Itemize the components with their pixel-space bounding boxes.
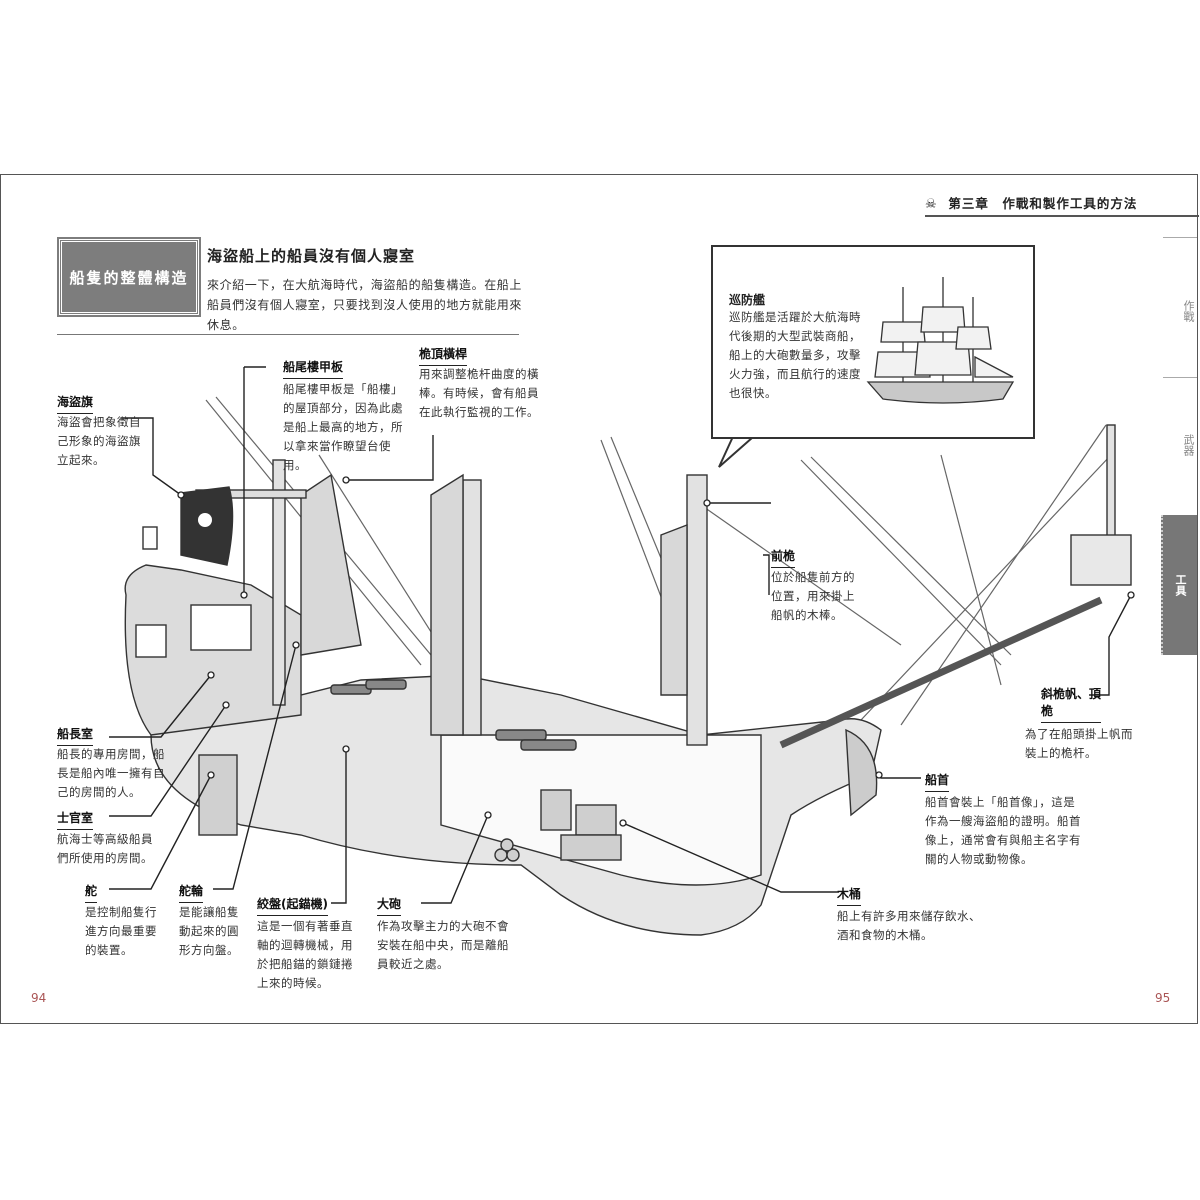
side-tab-label: 作戰 [1182,300,1195,322]
chapter-title: 第三章 作戰和製作工具的方法 [948,196,1138,211]
frigate-callout-bubble: 巡防艦 巡防艦是活躍於大航海時代後期的大型武裝商船，船上的大砲數量多，攻擊火力強… [711,245,1035,439]
callout-officer-room-text: 航海士等高級船員們所使用的房間。 [57,832,153,865]
page-number-right: 95 [1155,991,1171,1005]
callout-capstan-text: 這是一個有著垂直軸的迴轉機械，用於把船錨的鎖鏈捲上來的時候。 [257,919,353,990]
section-divider [57,334,519,335]
side-tab-label: 工具 [1174,574,1187,596]
book-spread: ☠ 第三章 作戰和製作工具的方法 作戰 武器 工具 船隻的整體構造 海盜船上的船… [0,174,1199,1024]
callout-pirate-flag-text: 海盜會把象徵自己形象的海盜旗立起來。 [57,415,141,467]
callout-cannon-text: 作為攻擊主力的大砲不會安裝在船中央，而是離船員較近之處。 [377,919,509,971]
callout-foremast-text: 位於船隻前方的位置，用來掛上船帆的木棒。 [771,570,855,622]
side-tab-tactics[interactable]: 作戰 [1163,287,1197,331]
callout-cannon-title: 大砲 [377,895,402,916]
callout-poop-deck-text: 船尾樓甲板是「船樓」的屋頂部分，因為此處是船上最高的地方，所以拿來當作瞭望台使用… [283,382,403,472]
callout-rudder-text: 是控制船隻行進方向最重要的裝置。 [85,905,157,957]
callout-helm-title: 舵輪 [179,882,204,903]
callout-title: 巡防艦 [729,293,766,307]
callout-rudder-title: 舵 [85,882,98,903]
side-tab-divider [1163,237,1197,238]
callout-barrel-title: 木桶 [837,885,862,906]
callout-captain-cabin-text: 船長的專用房間，船長是船內唯一擁有自己的房間的人。 [57,747,165,799]
section-title-box: 船隻的整體構造 [57,237,201,317]
callout-officer-room-title: 士官室 [57,809,94,830]
callout-bowsprit-title: 斜桅帆、頂桅 [1041,685,1101,723]
callout-text: 巡防艦是活躍於大航海時代後期的大型武裝商船，船上的大砲數量多，攻擊火力強，而且航… [729,310,861,400]
section-subtitle: 海盜船上的船員沒有個人寢室 [207,247,416,265]
callout-figurehead-text: 船首會裝上「船首像」，這是作為一艘海盜船的證明。船首像上，通常會有與船主名字有關… [925,795,1081,866]
callout-figurehead-title: 船首 [925,771,950,792]
frigate-illustration [866,277,1015,404]
section-intro: 來介紹一下，在大航海時代，海盜船的船隻構造。在船上船員們沒有個人寢室，只要找到沒… [207,278,523,332]
skull-crossbones-icon: ☠ [925,197,938,212]
callout-barrel-text: 船上有許多用來儲存飲水、酒和食物的木桶。 [837,909,981,942]
section-title: 船隻的整體構造 [69,268,189,287]
pirate-ship-illustration [109,366,1135,936]
side-tab-label: 武器 [1182,434,1195,456]
side-tab-tools[interactable]: 工具 [1161,515,1197,655]
chapter-header: ☠ 第三章 作戰和製作工具的方法 [925,193,1199,217]
callout-topmast-yard-title: 桅頂橫桿 [419,345,468,366]
callout-pirate-flag-title: 海盜旗 [57,393,94,414]
callout-capstan-title: 絞盤(起錨機) [257,895,328,916]
callout-captain-cabin-title: 船長室 [57,725,94,746]
side-tab-divider [1163,377,1197,378]
callout-helm-text: 是能讓船隻動起來的圓形方向盤。 [179,905,239,957]
callout-bowsprit-text: 為了在船頭掛上帆而裝上的桅杆。 [1025,727,1133,760]
page-number-left: 94 [31,991,47,1005]
callout-foremast-title: 前桅 [771,547,796,568]
callout-topmast-yard-text: 用來調整桅杆曲度的橫棒。有時候，會有船員在此執行監視的工作。 [419,367,539,419]
callout-poop-deck-title: 船尾樓甲板 [283,358,344,379]
side-tab-weapons[interactable]: 武器 [1163,425,1197,465]
